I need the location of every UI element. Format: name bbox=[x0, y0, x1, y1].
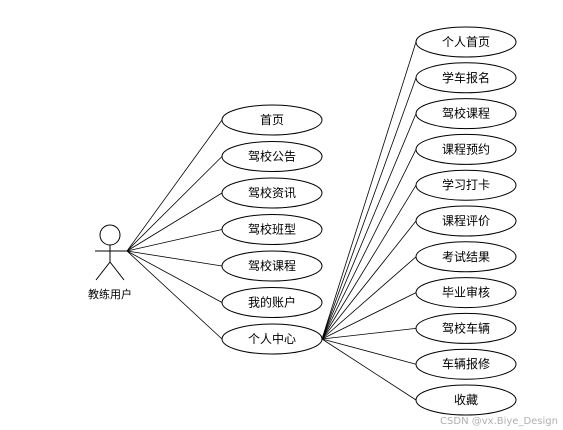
sub-association-line bbox=[321, 220, 417, 340]
middle-use-case: 驾校公告 bbox=[221, 141, 323, 172]
use-case-label: 驾校课程 bbox=[442, 106, 490, 121]
middle-use-case: 驾校资讯 bbox=[221, 177, 323, 209]
use-case-label: 收藏 bbox=[454, 393, 478, 407]
actor-left-leg bbox=[95, 261, 111, 281]
sub-association-line bbox=[321, 338, 417, 365]
use-case-label: 驾校车辆 bbox=[442, 320, 490, 335]
right-use-case: 车辆报修 bbox=[415, 348, 517, 380]
actor-association-line bbox=[126, 250, 223, 267]
watermark-text: CSDN @vx.Biye_Design bbox=[440, 416, 558, 427]
sub-association-line bbox=[321, 256, 417, 340]
middle-use-case: 个人中心 bbox=[221, 323, 323, 355]
middle-use-case: 我的账户 bbox=[221, 287, 323, 318]
use-case-ellipse bbox=[221, 287, 323, 318]
sub-association-line bbox=[321, 184, 417, 340]
actor-association-line bbox=[126, 229, 223, 252]
use-case-label: 驾校课程 bbox=[248, 258, 296, 273]
use-case-label: 课程预约 bbox=[442, 141, 490, 156]
right-use-case: 收藏 bbox=[415, 384, 517, 416]
right-use-case: 驾校课程 bbox=[415, 98, 517, 130]
right-use-case: 个人首页 bbox=[415, 26, 517, 58]
use-case-ellipse bbox=[221, 323, 323, 355]
use-case-ellipse bbox=[221, 214, 323, 245]
sub-association-line bbox=[321, 77, 417, 340]
sub-association-line bbox=[321, 149, 417, 340]
actor-association-line bbox=[126, 250, 223, 303]
right-use-case: 毕业审核 bbox=[415, 277, 517, 309]
use-case-ellipse bbox=[415, 277, 517, 309]
use-case-ellipse bbox=[221, 250, 323, 282]
middle-use-case: 驾校课程 bbox=[221, 250, 323, 282]
actor-head bbox=[99, 224, 121, 246]
use-case-label: 个人中心 bbox=[248, 331, 296, 346]
use-case-label: 驾校班型 bbox=[248, 222, 296, 237]
use-case-label: 学车报名 bbox=[442, 70, 490, 85]
actor-association-line bbox=[126, 192, 223, 252]
use-case-ellipse bbox=[415, 133, 517, 165]
sub-association-line bbox=[321, 113, 417, 340]
use-case-ellipse bbox=[221, 104, 323, 136]
use-case-label: 毕业审核 bbox=[442, 285, 490, 300]
actor-right-leg bbox=[109, 261, 125, 281]
use-case-label: 我的账户 bbox=[248, 295, 296, 310]
right-use-case: 学习打卡 bbox=[415, 169, 517, 201]
use-case-label: 学习打卡 bbox=[442, 177, 490, 192]
use-case-ellipse bbox=[221, 141, 323, 172]
actor-figure: 教练用户 bbox=[88, 224, 132, 301]
right-use-cases: 个人首页学车报名驾校课程课程预约学习打卡课程评价考试结果毕业审核驾校车辆车辆报修… bbox=[415, 26, 517, 416]
use-case-ellipse bbox=[415, 169, 517, 201]
actor-association-line bbox=[126, 250, 223, 340]
right-use-case: 课程预约 bbox=[415, 133, 517, 165]
right-use-case: 课程评价 bbox=[415, 205, 517, 237]
sub-association-line bbox=[321, 328, 417, 340]
actor-label: 教练用户 bbox=[88, 287, 132, 301]
use-case-ellipse bbox=[221, 177, 323, 209]
sub-association-line bbox=[321, 338, 417, 401]
sub-association-line bbox=[321, 41, 417, 340]
use-case-label: 车辆报修 bbox=[442, 356, 490, 371]
sub-association-line bbox=[321, 292, 417, 340]
right-use-case: 驾校车辆 bbox=[415, 312, 517, 344]
actor-association-line bbox=[126, 156, 223, 252]
association-lines bbox=[126, 41, 417, 401]
right-use-case: 考试结果 bbox=[415, 241, 517, 273]
use-case-label: 驾校资讯 bbox=[248, 185, 296, 200]
use-case-label: 课程评价 bbox=[442, 213, 490, 228]
use-case-ellipse bbox=[415, 241, 517, 273]
use-case-ellipse bbox=[415, 62, 517, 94]
use-case-ellipse bbox=[415, 205, 517, 237]
use-case-label: 驾校公告 bbox=[248, 149, 296, 164]
use-case-label: 首页 bbox=[260, 113, 284, 127]
use-case-label: 考试结果 bbox=[442, 249, 490, 264]
middle-use-case: 驾校班型 bbox=[221, 214, 323, 245]
use-case-ellipse bbox=[415, 98, 517, 130]
use-case-ellipse bbox=[415, 312, 517, 344]
use-case-ellipse bbox=[415, 26, 517, 58]
use-case-ellipse bbox=[415, 384, 517, 416]
middle-use-case: 首页 bbox=[221, 104, 323, 136]
use-case-label: 个人首页 bbox=[442, 35, 490, 49]
use-case-ellipse bbox=[415, 348, 517, 380]
actor-association-line bbox=[126, 119, 223, 252]
right-use-case: 学车报名 bbox=[415, 62, 517, 94]
